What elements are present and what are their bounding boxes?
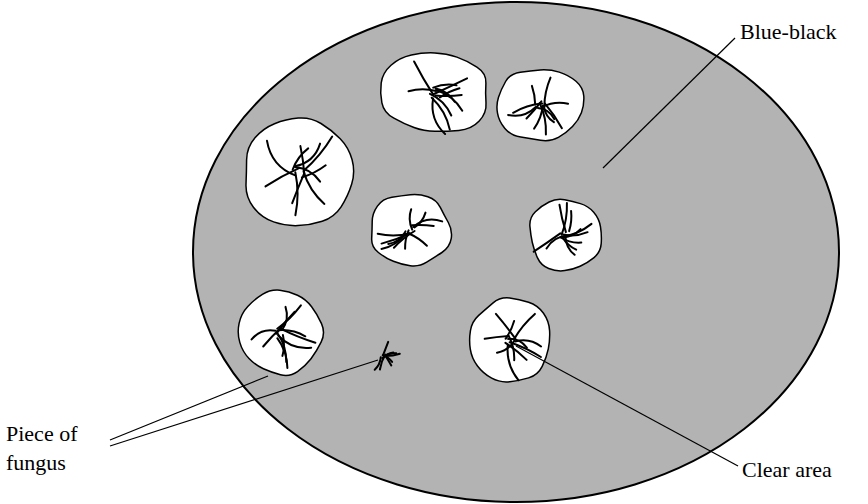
hypha [282, 307, 287, 330]
clear-area [497, 70, 584, 141]
hypha [304, 172, 325, 204]
hypha [436, 88, 455, 101]
hypha [532, 86, 535, 105]
hypha [562, 203, 567, 235]
hypha [252, 330, 276, 339]
hypha [514, 314, 535, 340]
hypha [432, 98, 450, 130]
hypha [279, 330, 306, 336]
fungus-hyphae [252, 62, 592, 381]
hypha [380, 355, 385, 370]
clear-area [246, 118, 354, 226]
hypha [430, 94, 451, 116]
hypha [506, 321, 514, 339]
hypha [508, 345, 519, 380]
hypha [292, 174, 304, 204]
leader-line [110, 376, 268, 440]
dish [193, 2, 839, 502]
hypha [544, 78, 550, 107]
part-label: Clear area [742, 456, 864, 485]
leader-line [516, 346, 738, 466]
hypha [565, 237, 574, 255]
hypha [569, 211, 571, 231]
hypha [295, 144, 320, 167]
clear-areas [238, 53, 601, 382]
clear-area [381, 53, 486, 132]
leader-line [603, 38, 735, 168]
clear-area [530, 199, 602, 271]
hypha [383, 342, 388, 355]
leader-lines [110, 38, 738, 466]
clear-area [238, 290, 323, 375]
hypha [414, 62, 433, 95]
part-label: Blue-black [740, 18, 865, 47]
leader-line [110, 360, 378, 446]
hypha [540, 103, 546, 135]
hypha [410, 209, 413, 230]
clear-area [372, 194, 452, 265]
hypha [513, 103, 542, 112]
hypha [266, 168, 300, 186]
hypha [560, 205, 566, 232]
hypha [497, 341, 515, 353]
hypha [409, 234, 427, 246]
part-label: Piece of fungus [6, 420, 106, 477]
hypha [496, 314, 515, 339]
hypha [382, 233, 410, 243]
hypha [412, 224, 434, 227]
hypha [304, 137, 333, 171]
clear-area [470, 298, 550, 382]
hypha [277, 338, 287, 368]
hypha [388, 231, 405, 244]
hypha [267, 141, 295, 176]
